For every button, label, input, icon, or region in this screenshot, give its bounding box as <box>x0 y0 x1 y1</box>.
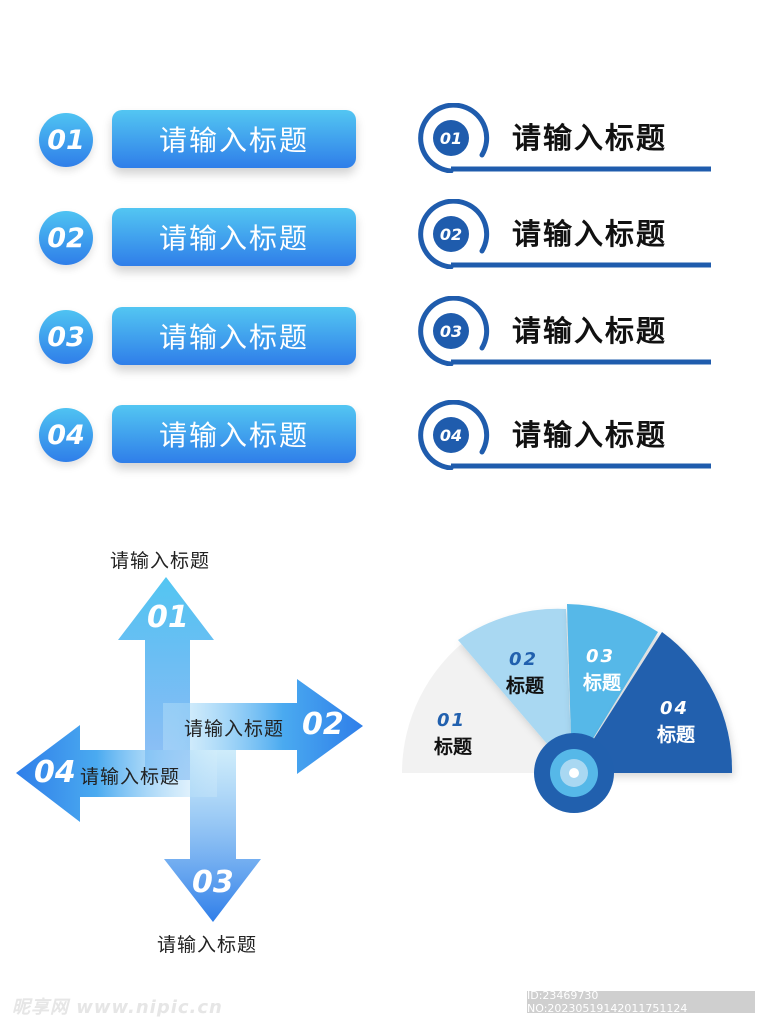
fan-number-02: 02 <box>509 649 539 670</box>
fan-number-01: 01 <box>437 710 467 731</box>
ring-title: 请输入标题 <box>512 314 668 348</box>
arrow-down-label: 请输入标题 <box>157 934 258 956</box>
fan-segment-03 <box>567 604 658 773</box>
title-button-02[interactable]: 请输入标题 <box>112 208 356 266</box>
ring-arc-icon <box>418 103 711 173</box>
fan-number-03: 03 <box>586 646 616 667</box>
ring-title: 请输入标题 <box>512 121 668 155</box>
arrow-down-shape <box>164 750 261 922</box>
arrow-right-shape <box>163 679 363 774</box>
title-button-01[interactable]: 请输入标题 <box>112 110 356 168</box>
fan-segment-02 <box>458 608 572 773</box>
title-button-03[interactable]: 请输入标题 <box>112 307 356 365</box>
ring-item-04[interactable]: 04 请输入标题 <box>412 400 712 470</box>
number-badge-04: 04 <box>39 408 93 462</box>
fan-label-03: 标题 <box>583 672 622 694</box>
ring-title: 请输入标题 <box>512 217 668 251</box>
arrow-left-shape <box>16 725 217 822</box>
ring-title: 请输入标题 <box>512 418 668 452</box>
fan-label-02: 标题 <box>506 675 545 697</box>
arrow-up-number: 01 <box>147 600 189 635</box>
ring-arc-icon <box>418 199 711 269</box>
fan-label-04: 标题 <box>657 724 696 746</box>
arrow-left-number: 04 <box>34 755 76 790</box>
arrow-right-number: 02 <box>302 707 344 742</box>
fan-number-04: 04 <box>660 698 690 719</box>
number-badge-02: 02 <box>39 211 93 265</box>
arrows-graphic <box>16 577 363 922</box>
ring-item-03[interactable]: 03 请输入标题 <box>412 296 712 366</box>
ring-item-02[interactable]: 02 请输入标题 <box>412 199 712 269</box>
ring-arc-icon <box>418 400 711 470</box>
fan-label-01: 标题 <box>434 736 473 758</box>
ring-number: 04 <box>433 417 469 453</box>
ring-number: 02 <box>433 216 469 252</box>
number-badge-03: 03 <box>39 310 93 364</box>
fan-hub-dot <box>569 768 579 778</box>
fan-segment-01 <box>402 637 572 773</box>
ring-number: 03 <box>433 313 469 349</box>
watermark-logo: 昵享网 www.nipic.cn <box>12 997 223 1018</box>
ring-arc-icon <box>418 296 711 366</box>
fan-segment-04 <box>572 632 733 773</box>
ring-item-01[interactable]: 01 请输入标题 <box>412 103 712 173</box>
ring-number: 01 <box>433 120 469 156</box>
arrow-right-label: 请输入标题 <box>184 718 285 740</box>
arrow-down-number: 03 <box>192 865 234 900</box>
image-id-bar: ID:23469730 NO:20230519142011751124 <box>527 989 755 1015</box>
arrow-up-label: 请输入标题 <box>110 550 211 572</box>
title-button-04[interactable]: 请输入标题 <box>112 405 356 463</box>
fan-graphic <box>402 604 733 813</box>
arrow-left-label: 请输入标题 <box>80 766 181 788</box>
number-badge-01: 01 <box>39 113 93 167</box>
